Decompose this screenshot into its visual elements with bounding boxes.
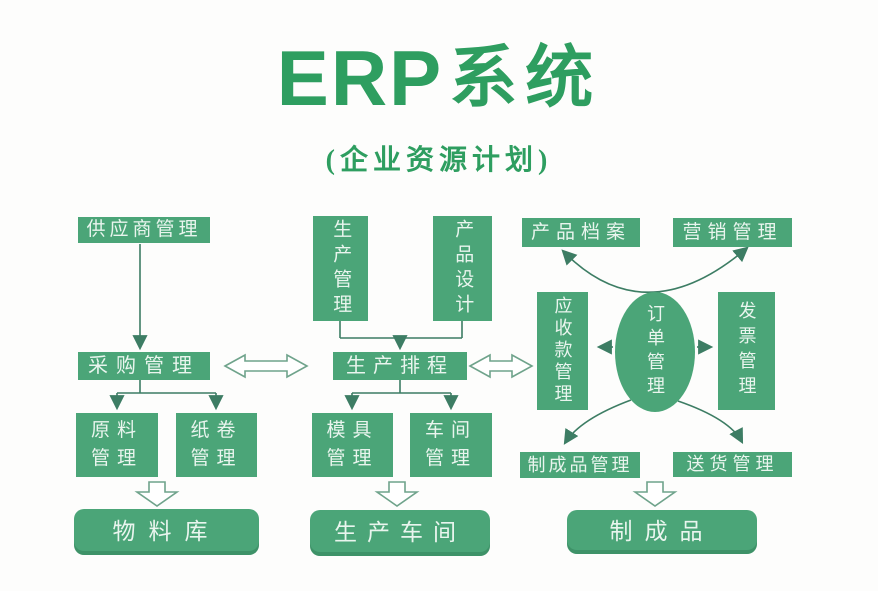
node-finished-goods-management: 制成品管理 xyxy=(520,452,640,478)
node-delivery-management: 送货管理 xyxy=(673,452,792,477)
node-receivables-management: 应收款管理 xyxy=(537,292,588,410)
node-purchasing-management: 采购管理 xyxy=(78,352,210,380)
arc-order-to-delivery xyxy=(677,400,744,445)
double-arrow-purchasing-scheduling xyxy=(223,353,309,379)
arc-order-to-finished-goods-mgmt xyxy=(563,399,632,445)
node-order-management: 订单管理 xyxy=(615,292,695,412)
node-supplier-management: 供应商管理 xyxy=(78,217,210,243)
page-subtitle: (企业资源计划) xyxy=(325,145,553,176)
node-production-management: 生产管理 xyxy=(313,216,368,321)
double-arrow-scheduling-receivables xyxy=(468,353,534,379)
diagram-header: ERP系统 (企业资源计划) xyxy=(0,22,878,178)
node-paper-roll-management: 纸卷管理 xyxy=(176,413,257,477)
node-product-design: 产品设计 xyxy=(433,216,492,321)
block-arrow-to-material-warehouse xyxy=(134,481,180,507)
node-marketing-management: 营销管理 xyxy=(673,218,792,247)
node-material-warehouse: 物料库 xyxy=(74,509,259,555)
arc-order-to-archive-marketing xyxy=(561,246,749,294)
page-title: ERP系统 xyxy=(0,22,878,124)
node-raw-material-management: 原料管理 xyxy=(76,413,158,477)
node-mold-management: 模具管理 xyxy=(312,413,393,477)
node-production-scheduling: 生产排程 xyxy=(333,352,467,380)
node-workshop-management: 车间管理 xyxy=(410,413,492,477)
title-cn: 系统 xyxy=(449,40,602,116)
node-invoice-management: 发票管理 xyxy=(718,292,775,410)
node-production-workshop: 生产车间 xyxy=(310,510,490,556)
branch-purchasing xyxy=(117,380,216,394)
block-arrow-to-finished-goods xyxy=(632,481,678,507)
merge-to-scheduling xyxy=(339,321,463,339)
node-product-archive: 产品档案 xyxy=(522,218,640,247)
node-finished-goods: 制成品 xyxy=(567,510,757,554)
block-arrow-to-production-workshop xyxy=(374,481,420,507)
title-latin: ERP xyxy=(276,34,444,122)
branch-scheduling xyxy=(352,380,451,394)
